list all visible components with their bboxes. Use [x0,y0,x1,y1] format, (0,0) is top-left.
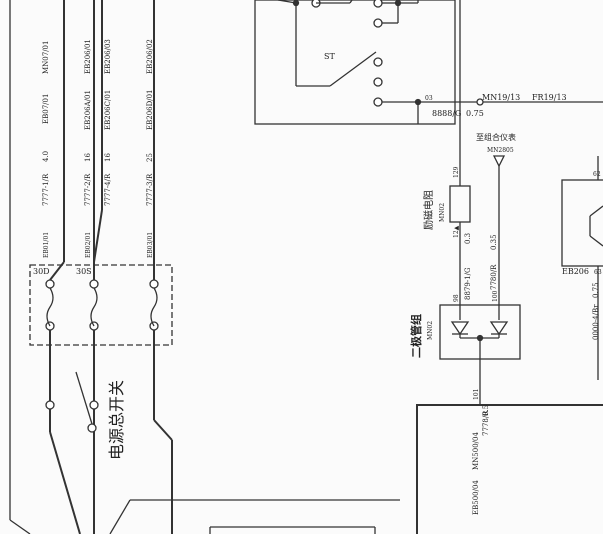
label-05: 0.5 [482,405,490,416]
label-wire-03b: 0.3 [464,233,472,244]
label-7778r: 7778/R [482,410,490,436]
label-eb206d-01: EB206D/01 [146,90,154,131]
label-0000-4br: 0000-4/Br [592,304,600,340]
label-wire-101: 101 [473,389,480,400]
label-wire-03: 03 [425,95,433,102]
label-fr1913: FR19/13 [532,93,567,102]
label-field-resistor: 励磁电阻 [422,190,435,230]
ignition-switch-box [254,0,456,125]
label-7777-4r: 7777-4/R [104,173,112,206]
label-7780r: 7780/R [490,264,498,290]
label-wire-100: 100 [492,290,499,302]
label-field-resistor-code: MN02 [439,203,446,222]
label-25: 25 [146,153,154,162]
label-mn07-01: MN07/01 [42,41,50,74]
field-resistor [449,185,471,223]
switch-contact [45,400,55,410]
switch-blade [75,371,93,425]
label-075: 0.75 [466,109,484,118]
label-wire-63: 63 [594,269,602,276]
label-eb03-01: EB03/01 [147,232,154,258]
fuse-box [29,264,173,346]
label-wire-62: 62 [593,171,601,178]
label-wire-129: 129 [453,166,460,178]
label-to-cluster: 至组合仪表 [476,132,516,142]
label-wire-98: 98 [453,294,460,302]
label-8888g: 8888/G [432,109,461,118]
label-035: 0.35 [490,234,498,250]
label-mn2805: MN2805 [487,147,514,154]
label-7777-2r: 7777-2/R [84,173,92,206]
label-eb206c-01: EB206C/01 [104,90,112,130]
label-eb206-03: EB206/03 [104,39,112,74]
label-eb500-04: EB500/04 [472,480,480,515]
label-diode-group-code: MN02 [427,321,434,340]
diode-right [489,321,509,336]
label-eb01-01: EB01/01 [43,232,50,258]
frame-left-diag [9,519,31,534]
to-cluster-arrow [492,155,506,168]
label-mn1913: MN19/13 [482,93,520,102]
label-main-power-switch: 电源总开关 [107,380,126,460]
label-16b: 16 [104,153,112,162]
label-eb07-01: EB07/01 [42,94,50,124]
label-st: ST [324,52,335,61]
right-module [561,179,603,267]
label-eb206a-01: EB206A/01 [84,90,92,130]
label-7777-3r: 7777-3/R [146,173,154,206]
label-4-0: 4.0 [42,151,50,162]
st-contact-blade [329,51,377,87]
lower-right-module [416,404,603,534]
label-mn500-04: MN500/04 [472,432,480,470]
label-eb206-01: EB206/01 [84,39,92,74]
label-diode-group: 二极管组 [409,314,423,358]
label-eb206: EB206 [562,267,589,276]
label-pin-a: 12▲ [453,225,460,238]
label-eb206-02: EB206/02 [146,39,154,74]
diode-left [450,321,470,336]
label-8879-1g: 8879-1/G [464,267,472,300]
label-eb02-01: EB02/01 [85,232,92,258]
label-fuse-30d: 30D [33,267,50,276]
label-7777-1r: 7777-1/R [42,173,50,206]
label-16a: 16 [84,153,92,162]
label-fuse-30s: 30S [76,267,92,276]
label-075b: 0.75 [592,282,600,298]
